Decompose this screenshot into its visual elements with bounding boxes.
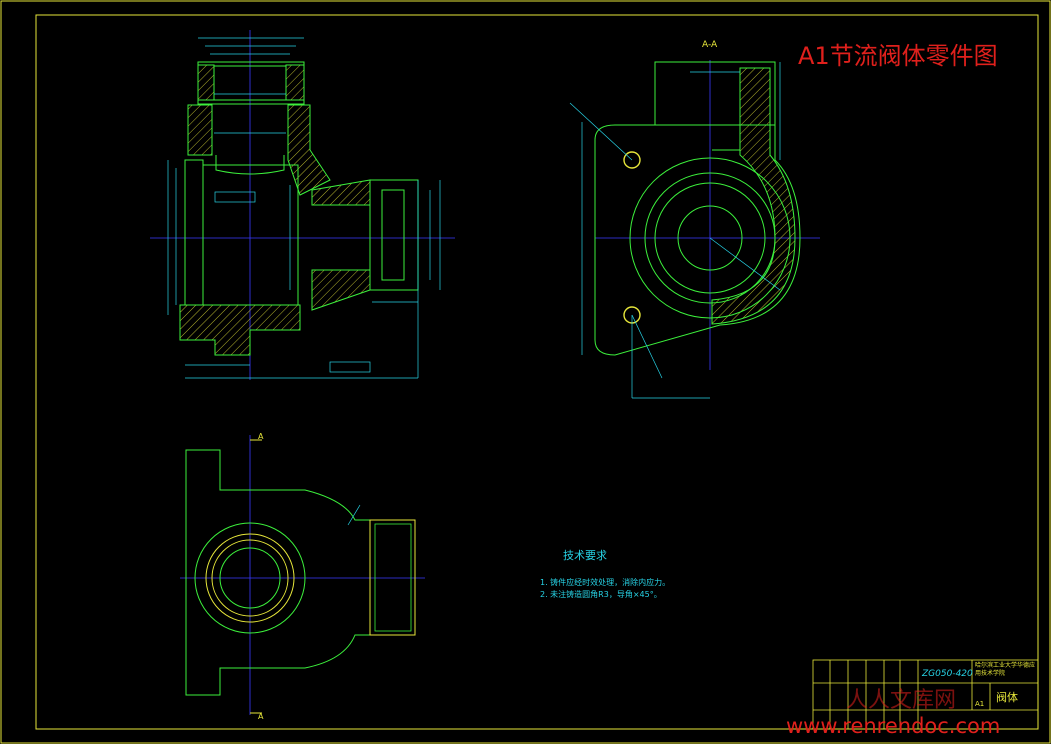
section-a-a-view xyxy=(569,60,820,399)
tech-requirements-title: 技术要求 xyxy=(563,549,607,562)
sheet-inner-border xyxy=(35,14,1039,730)
tech-requirement-1: 1. 铸件应经时效处理，消除内应力。 xyxy=(540,578,671,587)
tech-requirement-2: 2. 未注铸造圆角R3，导角×45°。 xyxy=(540,590,662,599)
section-label: A-A xyxy=(702,40,718,50)
cut-label-top: A xyxy=(258,432,264,441)
watermark-cn: 人人文库网 xyxy=(846,688,957,713)
watermark-url: www.renrendoc.com xyxy=(786,714,1001,738)
part-name: 阀体 xyxy=(996,691,1018,704)
front-section-view xyxy=(150,30,455,380)
top-view xyxy=(180,435,425,715)
sheet-title: A1节流阀体零件图 xyxy=(798,42,998,70)
school-name: 哈尔滨工业大学华德应用技术学院 xyxy=(975,662,1036,677)
drawing-scale: A1 xyxy=(975,700,985,708)
title-block xyxy=(812,659,1039,730)
drawing-number: ZG050-420 xyxy=(922,669,973,679)
cut-label-bottom: A xyxy=(258,712,264,721)
